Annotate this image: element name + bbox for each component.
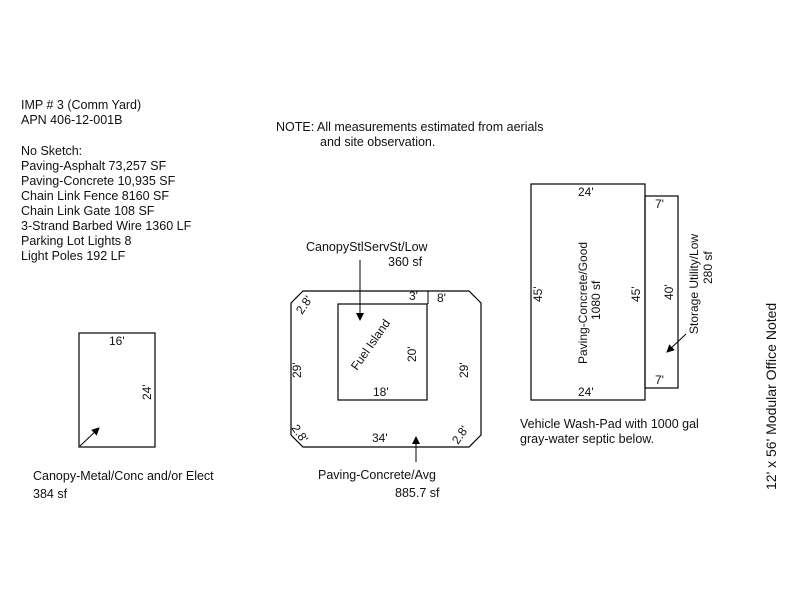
item-paving-concrete: Paving-Concrete 10,935 SF [21,174,176,188]
canopy-steel-label: CanopyStlServSt/Low [306,240,428,254]
wash-pad-dim-bottom: 24' [578,385,594,399]
canopy-metal-dim-top: 16' [109,334,125,348]
fuel-island-dim-top-right: 3' [409,289,418,303]
paving-avg-dim-br: 2.8' [449,423,471,447]
paving-avg-dim-tl: 2.8' [293,293,315,317]
paving-avg-area: 885.7 sf [395,486,440,500]
apn-number: APN 406-12-001B [21,113,123,127]
paving-avg-outline [290,290,482,448]
paving-avg-label: Paving-Concrete/Avg [318,468,436,482]
improvement-title: IMP # 3 (Comm Yard) [21,98,142,112]
paving-avg-dim-bl: 2.8' [289,422,311,446]
item-barbed-wire: 3-Strand Barbed Wire 1360 LF [21,219,192,233]
item-chain-link-fence: Chain Link Fence 8160 SF [21,189,170,203]
wash-pad-dim-left: 45' [531,286,545,302]
canopy-steel-area: 360 sf [388,255,423,269]
fuel-island-dim-bottom: 18' [373,385,389,399]
storage-area: 280 sf [701,251,715,284]
paving-avg-dim-left: 29' [290,362,304,378]
wash-pad-dim-right: 45' [629,286,643,302]
modular-office-note: 12' x 56' Modular Office Noted [763,303,779,490]
paving-avg-dim-right: 29' [457,362,471,378]
no-sketch-heading: No Sketch: [21,144,83,158]
canopy-metal-dim-right: 24' [140,384,154,400]
canopy-metal-area: 384 sf [33,487,68,501]
fuel-island-outline [337,303,428,401]
wash-pad-caption-1: Vehicle Wash-Pad with 1000 gal [520,417,699,431]
item-light-poles: Light Poles 192 LF [21,249,126,263]
wash-pad-area: 1080 sf [589,280,603,320]
note-line-2: and site observation. [320,135,436,149]
item-chain-link-gate: Chain Link Gate 108 SF [21,204,155,218]
storage-dim-bottom: 7' [655,373,664,387]
fuel-island-label: Fuel Island [348,317,393,373]
item-paving-asphalt: Paving-Asphalt 73,257 SF [21,159,167,173]
storage-label: Storage Utility/Low [687,234,701,334]
canopy-metal-outline [78,332,156,448]
storage-leader [666,333,687,353]
item-parking-lot-lights: Parking Lot Lights 8 [21,234,132,248]
storage-dim-side: 40' [662,284,676,300]
note-line-1: NOTE: All measurements estimated from ae… [276,120,544,134]
paving-avg-dim-bottom: 34' [372,431,388,445]
fuel-island-dim-right: 20' [405,346,419,362]
wash-pad-label: Paving-Concrete/Good [576,242,590,364]
wash-pad-dim-top: 24' [578,185,594,199]
canopy-metal-label: Canopy-Metal/Conc and/or Elect [33,469,214,483]
canopy-metal-leader [79,427,100,447]
storage-dim-top: 7' [655,197,664,211]
paving-avg-dim-8: 8' [437,291,446,305]
storage-outline [644,195,679,389]
wash-pad-caption-2: gray-water septic below. [520,432,655,446]
